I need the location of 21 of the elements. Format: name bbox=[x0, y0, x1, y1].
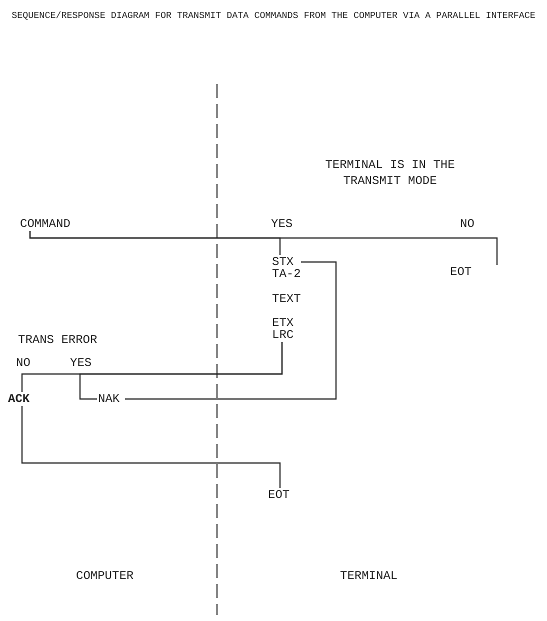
message-text: TEXT bbox=[272, 293, 301, 305]
column-label: COMPUTER bbox=[76, 570, 134, 582]
connector-line bbox=[29, 231, 281, 255]
column-label: TERMINAL bbox=[340, 570, 398, 582]
message-text: STX TA-2 bbox=[272, 256, 312, 280]
connector-line bbox=[21, 406, 281, 488]
message-text: NAK bbox=[98, 393, 120, 405]
connector-line bbox=[79, 342, 283, 400]
branch-label: NO bbox=[460, 218, 474, 230]
message-text: ETX LRC bbox=[272, 317, 312, 341]
branch-label: YES bbox=[70, 357, 92, 369]
message-text: EOT bbox=[450, 266, 472, 278]
branch-label: NO bbox=[16, 357, 30, 369]
decision-label: TRANS ERROR bbox=[18, 334, 98, 346]
note-text: TERMINAL IS IN THE TRANSMIT MODE bbox=[324, 157, 456, 189]
branch-label: YES bbox=[271, 218, 293, 230]
connector-line bbox=[125, 261, 337, 400]
message-text: COMMAND bbox=[20, 218, 70, 230]
message-text: EOT bbox=[268, 489, 290, 501]
diagram-title: SEQUENCE/RESPONSE DIAGRAM FOR TRANSMIT DATA COMMANDS FROM THE COMPUTER VIA A PARALLEL INTERFACE bbox=[10, 10, 536, 22]
message-text: ACK bbox=[8, 393, 30, 405]
